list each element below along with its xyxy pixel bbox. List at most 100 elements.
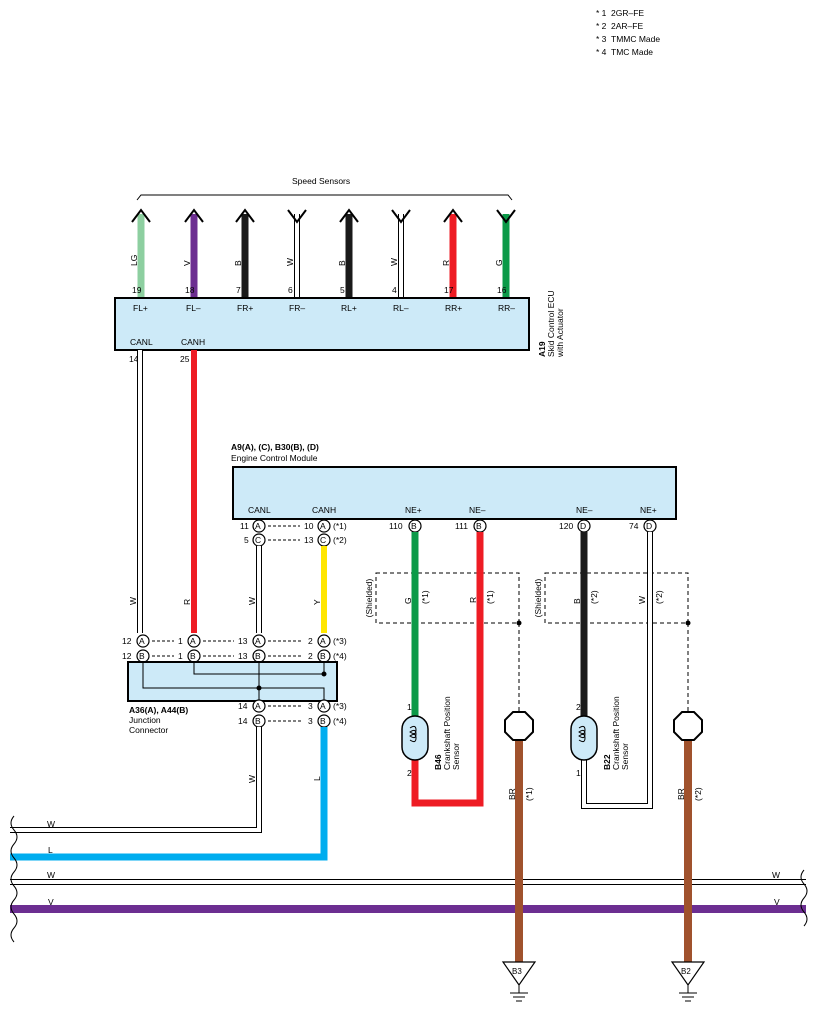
speed-wire-color-label: B bbox=[233, 260, 243, 266]
svg-text:14: 14 bbox=[238, 701, 248, 711]
svg-text:11: 11 bbox=[240, 521, 249, 531]
skid-terminal-label: RR– bbox=[498, 303, 515, 313]
svg-text:(*2): (*2) bbox=[333, 535, 347, 545]
ecm-term-canl: CANL bbox=[248, 505, 271, 515]
legend-text-2: 2AR–FE bbox=[611, 21, 643, 31]
ecm-name: Engine Control Module bbox=[231, 453, 318, 463]
speed-wire-color-label: V bbox=[182, 260, 192, 266]
svg-text:A: A bbox=[320, 636, 326, 646]
wire-label-w-4: W bbox=[637, 596, 647, 604]
svg-text:A: A bbox=[139, 636, 145, 646]
wire-label-br-1: BR bbox=[507, 788, 517, 800]
wire-label-w-2: W bbox=[247, 597, 257, 605]
shielded-label-2: (Shielded) bbox=[533, 578, 543, 617]
skid-canh-label: CANH bbox=[181, 337, 205, 347]
speed-wire-color-label: W bbox=[389, 258, 399, 266]
wire-label-y: Y bbox=[312, 599, 322, 605]
speed-wire-4: W6 bbox=[285, 209, 307, 298]
sensor-b22: 2 1 B22 Crankshaft Position Sensor bbox=[570, 696, 630, 778]
svg-text:1: 1 bbox=[576, 768, 581, 778]
skid-terminal-label: FR+ bbox=[237, 303, 253, 313]
junction-out-wires bbox=[10, 727, 328, 861]
skid-terminal-label: RL– bbox=[393, 303, 409, 313]
legend-mark-2: * 2 bbox=[596, 21, 607, 31]
legend-mark-4: * 4 bbox=[596, 47, 607, 57]
svg-text:B: B bbox=[320, 716, 326, 726]
svg-text:3: 3 bbox=[308, 701, 313, 711]
shield-boxes bbox=[375, 572, 689, 624]
legend-mark-3: * 3 bbox=[596, 34, 607, 44]
svg-text:111: 111 bbox=[455, 521, 468, 531]
ecm-box bbox=[232, 466, 677, 520]
skid-ecu-caption: A19 Skid Control ECU with Actuator bbox=[537, 290, 565, 358]
svg-text:(*2): (*2) bbox=[654, 590, 664, 604]
wire-label-b: B bbox=[572, 598, 582, 604]
bus-label-v: V bbox=[48, 897, 54, 907]
svg-text:1: 1 bbox=[178, 651, 183, 661]
speed-wire-color-label: LG bbox=[129, 255, 139, 266]
svg-text:A: A bbox=[255, 701, 261, 711]
ecm-id: A9(A), (C), B30(B), (D) bbox=[231, 442, 319, 452]
svg-text:Sensor: Sensor bbox=[451, 743, 461, 770]
svg-text:2: 2 bbox=[308, 636, 313, 646]
ground-b2: B2 bbox=[670, 961, 706, 1002]
skid-ecu-id: A19 bbox=[537, 341, 547, 357]
wire-label-w-3: W bbox=[247, 775, 257, 783]
wire-label-br-2: BR bbox=[676, 788, 686, 800]
svg-text:10: 10 bbox=[304, 521, 314, 531]
svg-text:(*3): (*3) bbox=[333, 701, 347, 711]
speed-sensors-bracket bbox=[136, 194, 513, 201]
legend: * 1 2GR–FE * 2 2AR–FE * 3 TMMC Made * 4 … bbox=[596, 8, 660, 57]
skid-terminal-label: RL+ bbox=[341, 303, 357, 313]
svg-text:B: B bbox=[139, 651, 145, 661]
speed-wire-pin: 17 bbox=[444, 285, 454, 295]
bus-label-w-3: W bbox=[772, 870, 780, 880]
svg-text:(*2): (*2) bbox=[589, 590, 599, 604]
svg-text:5: 5 bbox=[244, 535, 249, 545]
skid-control-ecu-box bbox=[114, 297, 530, 351]
skid-ecu-name-2: with Actuator bbox=[555, 308, 565, 358]
ecm-term-canh: CANH bbox=[312, 505, 336, 515]
svg-text:B: B bbox=[255, 716, 261, 726]
speed-wire-8: G 16 bbox=[494, 209, 516, 298]
svg-text:74: 74 bbox=[629, 521, 639, 531]
skid-terminal-label: RR+ bbox=[445, 303, 462, 313]
svg-text:(*4): (*4) bbox=[333, 716, 347, 726]
skid-terminal-label: FL+ bbox=[133, 303, 148, 313]
junction-name-2: Connector bbox=[129, 725, 168, 735]
shield-drains bbox=[504, 620, 703, 962]
wire-label-r-1: R bbox=[182, 599, 192, 605]
svg-text:(*1): (*1) bbox=[524, 787, 534, 801]
svg-text:(*1): (*1) bbox=[333, 521, 347, 531]
svg-text:B: B bbox=[255, 651, 261, 661]
junction-top-pins: 12 A 12 B 1 A 1 B 13 A 13 B 2 A (*3) 2 B… bbox=[122, 634, 347, 663]
legend-mark-1: * 1 bbox=[596, 8, 607, 18]
b46-wires bbox=[411, 532, 484, 807]
svg-text:B: B bbox=[190, 651, 196, 661]
svg-text:13: 13 bbox=[238, 636, 248, 646]
speed-wire-5: B5 bbox=[337, 208, 359, 298]
junction-bottom-pins: 14 A 14 B 3 A (*3) 3 B (*4) bbox=[238, 699, 347, 728]
speed-wire-pin: 16 bbox=[497, 285, 507, 295]
svg-text:B: B bbox=[411, 521, 417, 531]
speed-wire-pin: 7 bbox=[236, 285, 241, 295]
speed-wire-color-label: G bbox=[494, 259, 504, 266]
svg-text:110: 110 bbox=[389, 521, 403, 531]
junction-id: A36(A), A44(B) bbox=[129, 705, 188, 715]
sensor-b46-id: B46 bbox=[433, 754, 443, 770]
wire-label-w-1: W bbox=[128, 597, 138, 605]
shielded-label-1: (Shielded) bbox=[364, 578, 374, 617]
svg-text:(*2): (*2) bbox=[693, 787, 703, 801]
ground-b3: B3 bbox=[501, 961, 537, 1002]
svg-text:B: B bbox=[476, 521, 482, 531]
svg-text:D: D bbox=[646, 521, 652, 531]
legend-text-1: 2GR–FE bbox=[611, 8, 644, 18]
svg-text:A: A bbox=[320, 701, 326, 711]
speed-wire-pin: 6 bbox=[288, 285, 293, 295]
svg-text:Sensor: Sensor bbox=[620, 743, 630, 770]
speed-wire-color-label: R bbox=[441, 260, 451, 266]
wire-label-r-2: R bbox=[468, 597, 478, 603]
speed-wire-pin: 18 bbox=[185, 285, 195, 295]
